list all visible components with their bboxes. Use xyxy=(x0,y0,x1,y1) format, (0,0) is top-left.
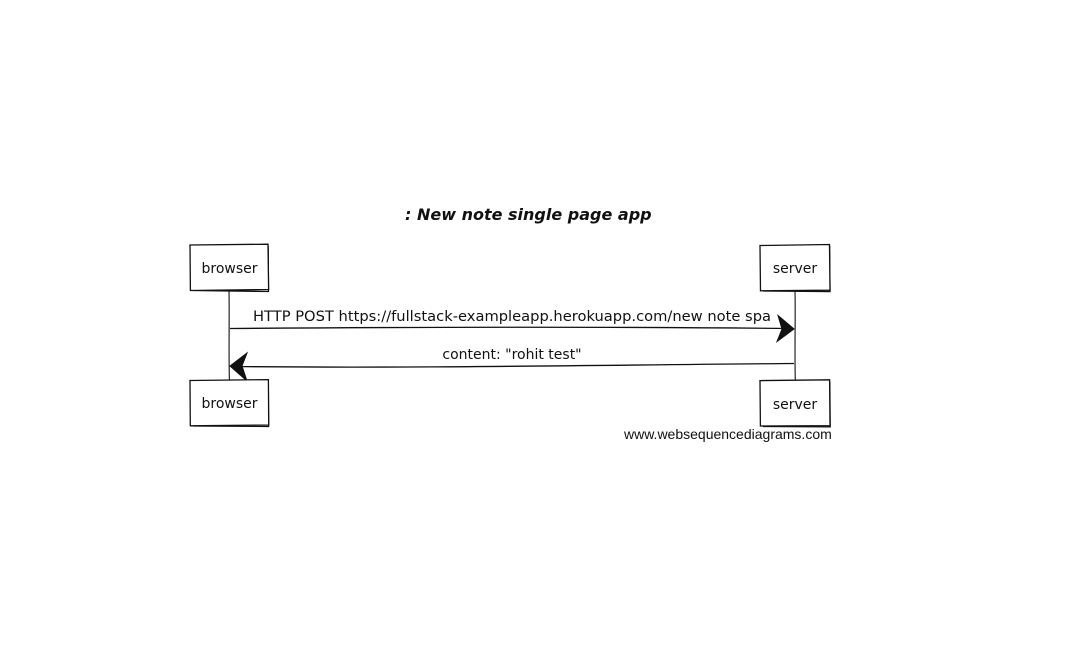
participant-label: browser xyxy=(201,396,257,412)
diagram-title: : New note single page app xyxy=(405,205,652,224)
participant-browser-bottom: browser xyxy=(189,378,270,428)
message-label: content: "rohit test" xyxy=(442,347,581,363)
message-arrow xyxy=(233,362,795,368)
participant-label: browser xyxy=(201,261,257,277)
message-request: HTTP POST https://fullstack-exampleapp.h… xyxy=(229,309,795,343)
participant-label: server xyxy=(773,261,818,277)
participant-label: server xyxy=(773,397,818,413)
message-label: HTTP POST https://fullstack-exampleapp.h… xyxy=(253,309,771,325)
watermark-text: www.websequencediagrams.com xyxy=(623,426,832,442)
arrow-head-right-icon xyxy=(775,314,795,343)
participant-server-top: server xyxy=(759,243,831,293)
arrow-head-left-icon xyxy=(229,351,249,383)
message-response: content: "rohit test" xyxy=(229,347,795,383)
participant-server-bottom: server xyxy=(759,379,831,428)
participant-browser-top: browser xyxy=(189,243,270,293)
message-arrow xyxy=(229,326,791,330)
